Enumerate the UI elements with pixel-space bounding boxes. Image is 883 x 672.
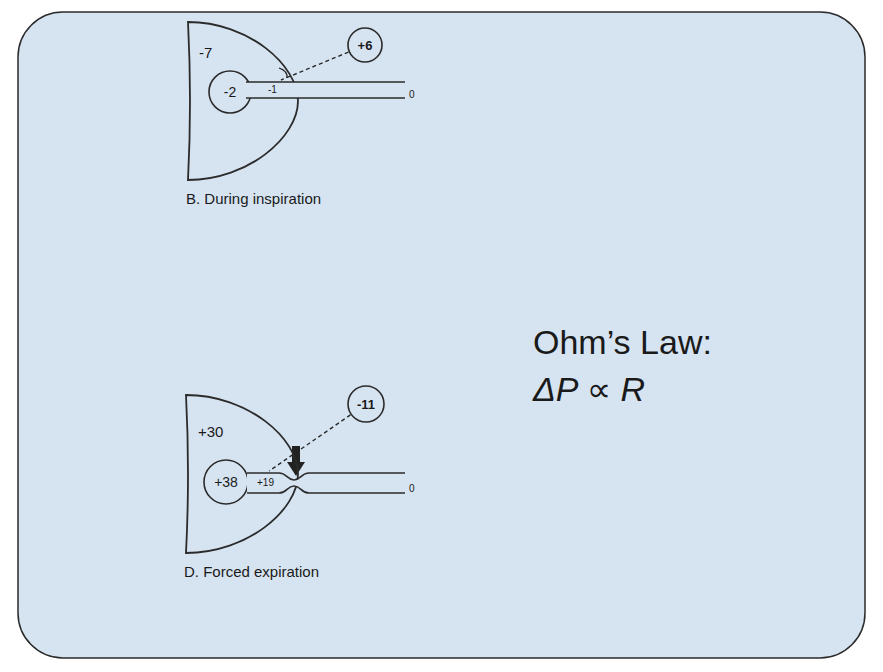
circle-outline (209, 71, 251, 113)
pressure-value: -2 (224, 85, 236, 99)
label-slot: 0 (409, 84, 415, 102)
pressure-value: +19 (257, 478, 274, 488)
pressure-value: -7 (199, 44, 212, 61)
pressure-callout: -11 (347, 385, 385, 423)
tube-wall (247, 473, 405, 493)
circle-outline (204, 460, 248, 504)
alveolus-circle: +38 (203, 459, 249, 505)
leader-line (269, 415, 350, 471)
text-slot: +30 (198, 423, 223, 441)
text-slot: +19 (257, 472, 274, 494)
text-slot: -1 (268, 81, 277, 99)
airway-tube: +19 (247, 472, 405, 494)
law-formula: ΔP ∝ R (533, 370, 645, 408)
airway-tube: -1 (246, 81, 405, 99)
label-slot: Ohm’s Law: (533, 325, 712, 359)
pressure-value: +30 (198, 423, 223, 440)
text-slot: +6 (347, 27, 383, 63)
text-slot: -11 (347, 385, 385, 423)
label-slot: D. Forced expiration (184, 563, 319, 581)
panel-background (18, 12, 865, 658)
circle-outline (348, 386, 384, 422)
text-slot: -2 (208, 70, 252, 114)
text-slot: +38 (203, 459, 249, 505)
pressure-value: -11 (357, 398, 375, 411)
airway-opening-pressure: 0 (409, 483, 415, 494)
chest-wall: +30 +38 +19 (184, 393, 300, 555)
tube-lumen (247, 473, 405, 493)
chest-outline (188, 22, 298, 180)
pressure-value: +38 (214, 475, 238, 489)
airway-opening-pressure: 0 (409, 89, 415, 100)
panel-caption: D. Forced expiration (184, 563, 319, 580)
label-slot: B. During inspiration (186, 190, 321, 208)
pressure-value: +6 (358, 39, 373, 52)
label-slot: ΔP ∝ R (533, 372, 645, 406)
panel-caption: B. During inspiration (186, 190, 321, 207)
label-slot: 0 (409, 478, 415, 496)
pressure-callout: +6 (347, 27, 383, 63)
tube-wall (246, 82, 405, 98)
alveolus-circle: -2 (208, 70, 252, 114)
circle-outline (348, 28, 382, 62)
pressure-value: -1 (268, 85, 277, 95)
chest-wall: -7 -2 -1 (186, 20, 300, 182)
tube-lumen (246, 82, 405, 98)
law-title: Ohm’s Law: (533, 323, 712, 361)
text-slot: -7 (199, 44, 212, 62)
